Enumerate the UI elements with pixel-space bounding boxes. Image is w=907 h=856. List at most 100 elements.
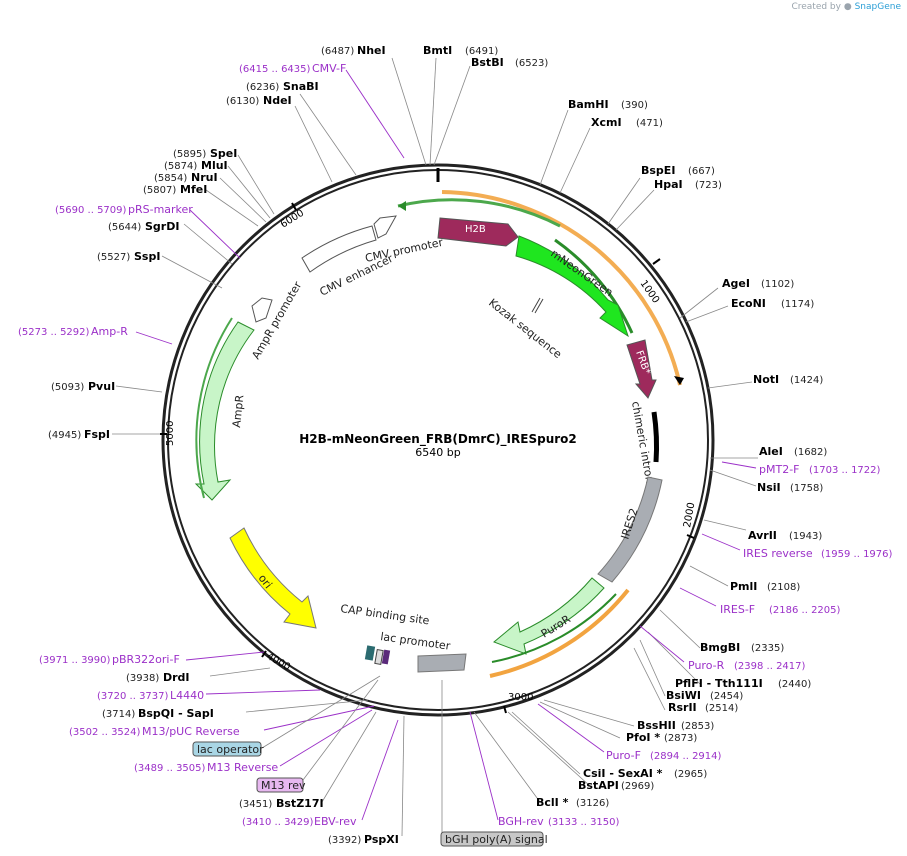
site-pos: (2873) — [664, 733, 697, 744]
site-pos: (5093) — [51, 382, 84, 393]
primer-pos: (2186 .. 2205) — [769, 605, 841, 616]
site-name[interactable]: BspQI - SapI — [138, 707, 214, 720]
site-name[interactable]: AleI — [759, 445, 783, 458]
feature-ori[interactable]: ori — [229, 527, 317, 629]
site-pos: (5854) — [154, 173, 187, 184]
site-name[interactable]: NdeI — [263, 94, 292, 107]
feature-frb[interactable]: FRB* — [626, 339, 657, 399]
primer-name[interactable]: Puro-R — [688, 659, 725, 672]
primer-pos: (5690 .. 5709) — [55, 205, 127, 216]
label-m13-rev[interactable]: M13 rev — [261, 779, 306, 792]
site-name[interactable]: PflFI - Tth111I — [675, 677, 763, 690]
site-name[interactable]: CsiI - SexAI * — [583, 767, 663, 780]
primer-name[interactable]: CMV-F — [312, 62, 346, 75]
primer-name[interactable]: M13 Reverse — [207, 761, 278, 774]
primer-pos: (2398 .. 2417) — [734, 661, 806, 672]
site-pos: (1174) — [781, 299, 814, 310]
site-pos: (6523) — [515, 58, 548, 69]
site-name[interactable]: SgrDI — [145, 220, 179, 233]
site-name[interactable]: SspI — [134, 250, 160, 263]
site-name[interactable]: PspXI — [364, 833, 399, 846]
site-pos: (3714) — [102, 709, 135, 720]
site-name[interactable]: NotI — [753, 373, 779, 386]
boxed-lines — [261, 675, 443, 834]
site-name[interactable]: BssHII — [637, 719, 676, 732]
feature-mneongreen[interactable]: mNeonGreen — [515, 235, 629, 338]
label-lac-operator[interactable]: lac operator — [197, 743, 264, 756]
primer-name[interactable]: pRS-marker — [128, 203, 193, 216]
bgh-polya-block[interactable] — [417, 653, 467, 673]
site-name[interactable]: BstZ17I — [276, 797, 324, 810]
feature-ires2[interactable]: IRES2 — [597, 476, 663, 583]
site-name[interactable]: AvrII — [748, 529, 777, 542]
snapgene-credit: Created by ● SnapGene — [791, 2, 901, 12]
site-name[interactable]: SnaBI — [283, 80, 319, 93]
site-name[interactable]: BclI * — [536, 796, 569, 809]
site-pos: (6491) — [465, 46, 498, 57]
label-bgh-polya[interactable]: bGH poly(A) signal — [445, 833, 548, 846]
site-name[interactable]: BstAPI — [578, 779, 619, 792]
site-name[interactable]: NheI — [357, 44, 386, 57]
leader-lines — [112, 57, 758, 837]
feature-ampr-promoter[interactable]: AmpR promoter — [249, 279, 304, 362]
site-name[interactable]: BmgBI — [700, 641, 740, 654]
feature-chimeric-intron[interactable]: chimeric intron — [629, 400, 660, 484]
site-name[interactable]: BsiWI — [666, 689, 701, 702]
site-name[interactable]: PmlI — [730, 580, 757, 593]
primer-name[interactable]: IRES reverse — [743, 547, 813, 560]
primer-name[interactable]: Puro-F — [606, 749, 641, 762]
primer-name[interactable]: BGH-rev — [498, 815, 544, 828]
tick-marks: 1000 2000 3000 4000 5000 6000 — [160, 202, 697, 714]
site-name[interactable]: BamHI — [568, 98, 609, 111]
site-name[interactable]: SpeI — [210, 147, 237, 160]
primer-name[interactable]: L4440 — [170, 689, 204, 702]
feature-lac-promoter-label: lac promoter — [380, 630, 452, 653]
site-name[interactable]: XcmI — [591, 116, 622, 129]
primer-name[interactable]: EBV-rev — [314, 815, 357, 828]
site-pos: (5895) — [173, 149, 206, 160]
site-name[interactable]: DrdI — [163, 671, 190, 684]
site-name[interactable]: PfoI * — [626, 731, 660, 744]
site-name[interactable]: MfeI — [180, 183, 207, 196]
feature-cmv-enhancer[interactable]: CMV enhancer — [301, 225, 396, 299]
lac-region[interactable] — [364, 645, 391, 665]
primer-name[interactable]: Amp-R — [91, 325, 128, 338]
site-name[interactable]: NruI — [191, 171, 218, 184]
site-name[interactable]: FspI — [84, 428, 110, 441]
site-pos: (2514) — [705, 703, 738, 714]
site-pos: (3126) — [576, 798, 609, 809]
backbone — [161, 163, 715, 717]
site-name[interactable]: PvuI — [88, 380, 115, 393]
site-name[interactable]: BspEI — [641, 164, 675, 177]
primer-pos: (3410 .. 3429) — [242, 817, 314, 828]
primer-pos: (3502 .. 3524) — [69, 727, 141, 738]
site-name[interactable]: RsrII — [668, 701, 697, 714]
site-pos: (471) — [636, 118, 663, 129]
feature-h2b[interactable]: H2B — [437, 217, 519, 247]
site-pos: (2454) — [710, 691, 743, 702]
site-pos: (6487) — [321, 46, 354, 57]
primer-name[interactable]: IRES-F — [720, 603, 755, 616]
primer-pos: (3133 .. 3150) — [548, 817, 620, 828]
site-pos: (3938) — [126, 673, 159, 684]
feature-ampr[interactable]: AmpR — [194, 321, 255, 501]
site-name[interactable]: BstBI — [471, 56, 504, 69]
site-name[interactable]: AgeI — [722, 277, 750, 290]
boxed-labels: lac operator M13 rev bGH poly(A) signal — [192, 741, 548, 847]
site-pos: (5874) — [164, 161, 197, 172]
site-name[interactable]: MluI — [201, 159, 228, 172]
primer-pos: (2894 .. 2914) — [650, 751, 722, 762]
site-name[interactable]: EcoNI — [731, 297, 766, 310]
site-name[interactable]: NsiI — [757, 481, 781, 494]
site-pos: (6130) — [226, 96, 259, 107]
site-pos: (5527) — [97, 252, 130, 263]
site-pos: (2965) — [674, 769, 707, 780]
site-name[interactable]: BmtI — [423, 44, 452, 57]
feature-kozak[interactable]: Kozak sequence — [486, 296, 564, 361]
primer-name[interactable]: pMT2-F — [759, 463, 800, 476]
credit-prefix: Created by — [791, 2, 841, 12]
primer-name[interactable]: pBR322ori-F — [112, 653, 180, 666]
primer-name[interactable]: M13/pUC Reverse — [142, 725, 240, 738]
site-name[interactable]: HpaI — [654, 178, 683, 191]
